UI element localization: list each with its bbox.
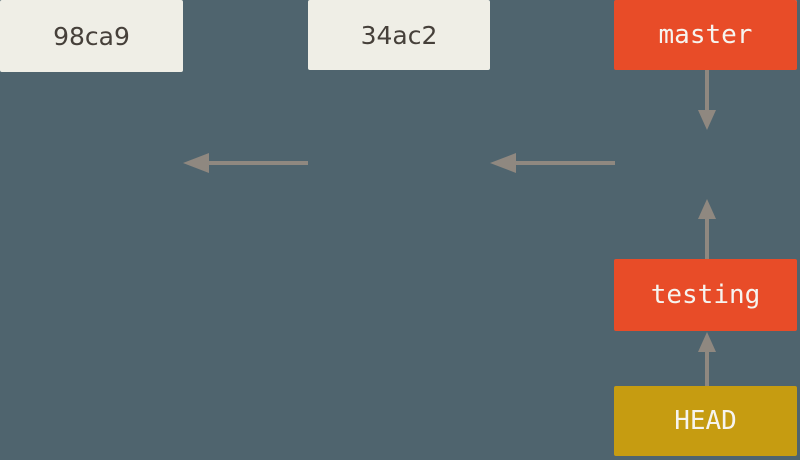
edge-testing-to-f30ab xyxy=(698,199,716,259)
edge-line xyxy=(205,161,308,165)
head-label: HEAD xyxy=(614,386,797,456)
branch-label-master-text: master xyxy=(658,20,753,50)
edge-line xyxy=(705,217,709,259)
commit-node-98ca9: 98ca9 xyxy=(0,0,183,72)
edge-line xyxy=(705,70,709,112)
arrowhead-left-icon xyxy=(183,153,209,173)
edge-f30ab-to-34ac2 xyxy=(490,153,615,173)
branch-label-testing-text: testing xyxy=(650,280,761,310)
commit-id-34ac2: 34ac2 xyxy=(360,20,438,50)
commit-id-98ca9: 98ca9 xyxy=(53,21,130,51)
arrowhead-up-icon xyxy=(698,332,716,352)
edge-line xyxy=(512,161,615,165)
commit-node-34ac2: 34ac2 xyxy=(308,0,490,70)
edge-master-to-f30ab xyxy=(698,70,716,130)
edge-head-to-testing xyxy=(698,332,716,386)
arrowhead-left-icon xyxy=(490,153,516,173)
arrowhead-down-icon xyxy=(698,110,716,130)
edge-34ac2-to-98ca9 xyxy=(183,153,308,173)
head-label-text: HEAD xyxy=(674,406,737,436)
edge-line xyxy=(705,350,709,386)
branch-label-master: master xyxy=(614,0,797,70)
branch-label-testing: testing xyxy=(614,259,797,331)
arrowhead-up-icon xyxy=(698,199,716,219)
